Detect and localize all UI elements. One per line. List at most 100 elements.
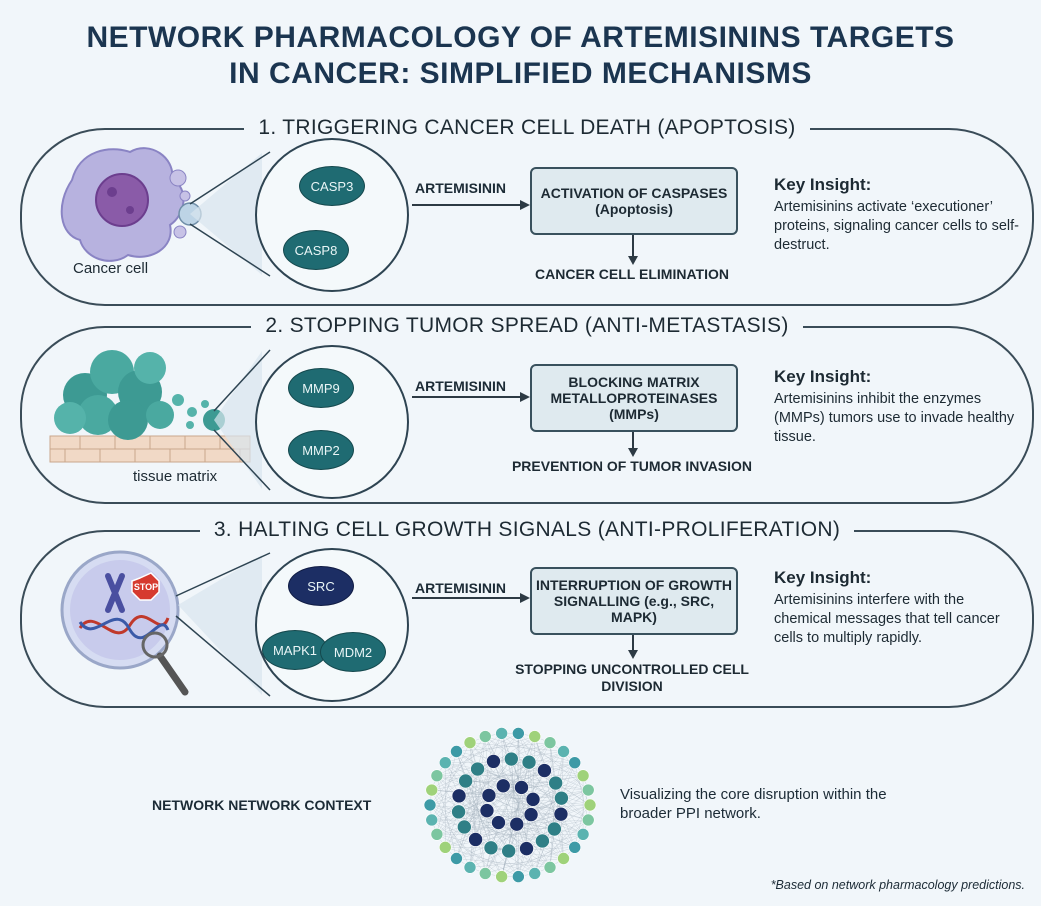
ppi-edge [436, 736, 535, 835]
network-caption: Visualizing the core disruption within t… [620, 786, 887, 822]
ppi-edge [445, 762, 517, 825]
ppi-edge [475, 795, 490, 840]
ppi-node [495, 778, 511, 794]
agent-label: ARTEMISININ [415, 378, 506, 394]
ppi-edge [456, 751, 492, 848]
ppi-node [450, 745, 463, 758]
ppi-node [543, 736, 557, 749]
ppi-edge [534, 736, 575, 848]
ppi-node [537, 763, 552, 778]
illustration-caption: Cancer cell [73, 260, 149, 277]
ppi-edge [528, 762, 584, 776]
agent-label: ARTEMISININ [415, 180, 506, 196]
stop-sign-icon [131, 572, 160, 601]
ppi-edge [493, 761, 532, 815]
ppi-node [451, 788, 467, 804]
ppi-edge [498, 762, 530, 823]
ppi-node [468, 832, 483, 847]
panel-heading: 1. TRIGGERING CANCER CELL DEATH (APOPTOS… [22, 115, 1032, 141]
title-line-1: NETWORK PHARMACOLOGY OF ARTEMISININS TAR… [86, 21, 955, 54]
ppi-edge [532, 736, 535, 800]
ppi-edge [490, 782, 556, 848]
ppi-node [450, 852, 463, 865]
node-casp8: CASP8 [283, 230, 349, 270]
insight-heading: Key Insight: [774, 568, 872, 587]
ppi-edge [498, 789, 589, 823]
ppi-node [463, 736, 477, 749]
ppi-node [509, 816, 525, 832]
ppi-edge [485, 736, 562, 799]
ppi-node [425, 783, 439, 797]
ppi-node [463, 861, 477, 874]
ppi-edge [488, 795, 555, 830]
ppi-node [512, 727, 525, 740]
ppi-edge [486, 742, 551, 811]
insight-heading: Key Insight: [774, 367, 872, 386]
ppi-edge [436, 834, 519, 877]
ppi-edge [503, 785, 519, 877]
panel-heading: 3. HALTING CELL GROWTH SIGNALS (ANTI-PRO… [22, 517, 1032, 543]
ppi-node [512, 870, 525, 883]
ppi-node [568, 841, 582, 854]
mechanism-box: BLOCKING MATRIX METALLOPROTEINASES (MMPs… [530, 364, 738, 432]
ppi-edge [498, 736, 535, 823]
ppi-node [525, 792, 541, 807]
ppi-edge [445, 736, 535, 763]
outcome-label: PREVENTION OF TUMOR INVASION [511, 458, 753, 474]
ppi-edge [516, 733, 519, 825]
ppi-edge [511, 758, 575, 763]
zoom-cone [190, 153, 262, 275]
ppi-edge [485, 736, 490, 796]
ppi-edge [458, 811, 517, 825]
ppi-node [478, 730, 492, 743]
ppi-edge [560, 814, 564, 859]
insight-text: Artemisinins inhibit the enzymes (MMPs) … [774, 391, 1015, 445]
ppi-node [557, 745, 570, 758]
ppi-node [557, 852, 570, 865]
ppi-edge [469, 858, 564, 868]
ppi-node [491, 815, 506, 830]
ppi-node [451, 804, 466, 820]
ppi-node [528, 730, 542, 743]
cancer-cell-illustration [60, 147, 202, 262]
stop-sign-label: STOP [133, 582, 159, 592]
outcome-label: STOPPING UNCONTROLLED CELL DIVISION [515, 661, 749, 694]
zoom-cone [214, 351, 262, 489]
footnote: *Based on network pharmacology predictio… [770, 878, 1025, 892]
ppi-node [554, 790, 569, 806]
title-line-2: IN CANCER: SIMPLIFIED MECHANISMS [229, 57, 812, 90]
ppi-edge [445, 762, 589, 791]
ppi-node [495, 870, 508, 883]
ppi-edge [561, 751, 564, 799]
ppi-edge [493, 761, 555, 830]
ppi-node [495, 727, 508, 740]
ppi-edge [429, 804, 476, 840]
panel-heading: 2. STOPPING TUMOR SPREAD (ANTI-METASTASI… [22, 313, 1032, 339]
ppi-node [438, 756, 452, 769]
ppi-node [547, 821, 562, 837]
ppi-edge [486, 810, 561, 815]
node-mmp2: MMP2 [288, 430, 354, 470]
ppi-node [514, 780, 529, 795]
ppi-node [548, 775, 563, 791]
panel-apoptosis: 1. TRIGGERING CANCER CELL DEATH (APOPTOS… [20, 116, 1034, 306]
ppi-node [478, 867, 492, 880]
ppi-node [535, 833, 550, 849]
ppi-edge [518, 819, 589, 877]
ppi-node [483, 840, 499, 856]
ppi-edge [485, 736, 575, 763]
ppi-node [425, 813, 439, 827]
ppi-node [543, 861, 557, 874]
ppi-edge [563, 751, 591, 806]
ppi-edge [501, 733, 504, 786]
ppi-node [479, 803, 495, 818]
node-casp3: CASP3 [299, 166, 365, 206]
ppi-node [576, 827, 590, 841]
panel-anti-metastasis: 2. STOPPING TUMOR SPREAD (ANTI-METASTASI… [20, 314, 1034, 504]
panel-anti-proliferation: 3. HALTING CELL GROWTH SIGNALS (ANTI-PRO… [20, 518, 1034, 708]
ppi-node [457, 819, 472, 835]
ppi-edge [490, 789, 589, 848]
